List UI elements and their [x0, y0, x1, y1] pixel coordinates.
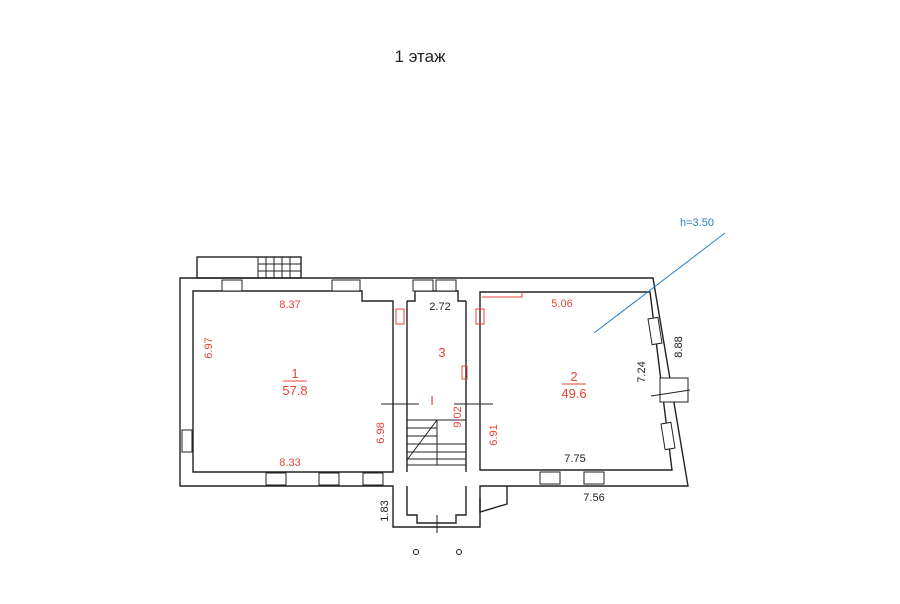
room-3-number: 3 — [438, 345, 445, 360]
height-leader-line — [593, 232, 726, 334]
dim-corridor-length: 9.02 — [452, 406, 464, 427]
dim-outer-bottom-right: 7.56 — [583, 492, 604, 504]
plan-title: 1 этаж — [395, 47, 447, 66]
room-2-number: 2 — [570, 369, 577, 384]
dim-room2-top: 5.06 — [551, 298, 572, 310]
dim-corridor-width: 2.72 — [429, 301, 450, 313]
dim-room1-top: 8.37 — [279, 299, 300, 311]
room-1-number: 1 — [291, 366, 298, 381]
dim-outer-right: 8.88 — [673, 336, 685, 357]
dim-room1-bottom: 8.33 — [279, 457, 300, 469]
stair-label: I — [430, 393, 434, 408]
interior-stair — [406, 419, 467, 466]
marker-circle — [413, 549, 419, 555]
marker-circle — [456, 549, 462, 555]
red-markers — [395, 292, 523, 380]
dim-vestibule: 1.83 — [379, 500, 391, 521]
windows — [181, 279, 689, 486]
height-note: h=3.50 — [680, 217, 714, 229]
dim-room2-left: 6.91 — [488, 424, 500, 445]
door-ticks — [381, 389, 691, 533]
room-1-area: 57.8 — [282, 383, 307, 398]
dim-room1-right: 6.98 — [375, 422, 387, 443]
walls — [179, 277, 689, 528]
dim-room1-left: 6.97 — [203, 337, 215, 358]
exterior-stair — [196, 256, 302, 279]
dim-room2-bottom: 7.75 — [564, 453, 585, 465]
room-2-area: 49.6 — [561, 386, 586, 401]
dim-room2-right: 7.24 — [636, 361, 648, 382]
